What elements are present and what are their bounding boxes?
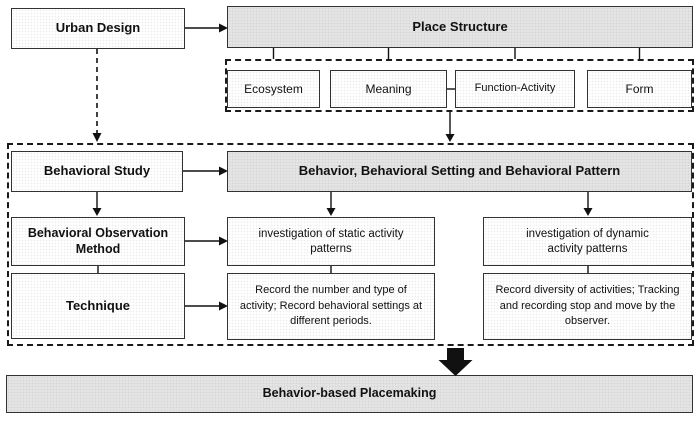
dynamic-investigation-box: investigation of dynamic activity patter… xyxy=(483,217,692,266)
urban-design-box: Urban Design xyxy=(11,8,185,49)
observation-method-box: Behavioral Observation Method xyxy=(11,217,185,266)
urban-design-label: Urban Design xyxy=(55,20,141,36)
dynamic-technique-label: Record diversity of activities; Tracking… xyxy=(495,283,680,328)
static-technique-label: Record the number and type of activity; … xyxy=(239,283,423,328)
function-activity-label: Function-Activity xyxy=(474,82,556,95)
form-label: Form xyxy=(625,81,654,96)
arrow-components-to-behavioral xyxy=(445,112,455,142)
behavioral-study-box: Behavioral Study xyxy=(11,151,183,192)
placemaking-box: Behavior-based Placemaking xyxy=(6,375,693,413)
place-components-group xyxy=(225,59,694,112)
technique-box: Technique xyxy=(11,273,185,339)
function-activity-box: Function-Activity xyxy=(455,70,575,108)
meaning-box: Meaning xyxy=(330,70,447,108)
meaning-label: Meaning xyxy=(365,81,412,96)
arrow-urban-to-place xyxy=(185,23,228,33)
static-investigation-box: investigation of static activity pattern… xyxy=(227,217,435,266)
static-investigation-label: investigation of static activity pattern… xyxy=(258,228,404,255)
behavioral-study-group xyxy=(7,143,694,346)
placemaking-label: Behavior-based Placemaking xyxy=(262,386,437,401)
place-structure-component-stubs xyxy=(272,48,641,59)
static-technique-box: Record the number and type of activity; … xyxy=(227,273,435,340)
place-structure-box: Place Structure xyxy=(227,6,693,48)
behavior-header-label: Behavior, Behavioral Setting and Behavio… xyxy=(298,163,621,179)
block-arrow-to-placemaking xyxy=(438,348,473,376)
behavior-header-box: Behavior, Behavioral Setting and Behavio… xyxy=(227,151,692,192)
ecosystem-label: Ecosystem xyxy=(244,81,303,96)
observation-method-label: Behavioral Observation Method xyxy=(27,225,169,256)
form-box: Form xyxy=(587,70,692,108)
behavioral-study-label: Behavioral Study xyxy=(43,163,151,179)
dashed-arrow-urban-to-behavioral xyxy=(92,49,102,142)
place-structure-label: Place Structure xyxy=(412,18,508,34)
dynamic-investigation-label: investigation of dynamic activity patter… xyxy=(526,228,649,255)
technique-label: Technique xyxy=(65,297,131,313)
dynamic-technique-box: Record diversity of activities; Tracking… xyxy=(483,273,692,340)
ecosystem-box: Ecosystem xyxy=(227,70,320,108)
